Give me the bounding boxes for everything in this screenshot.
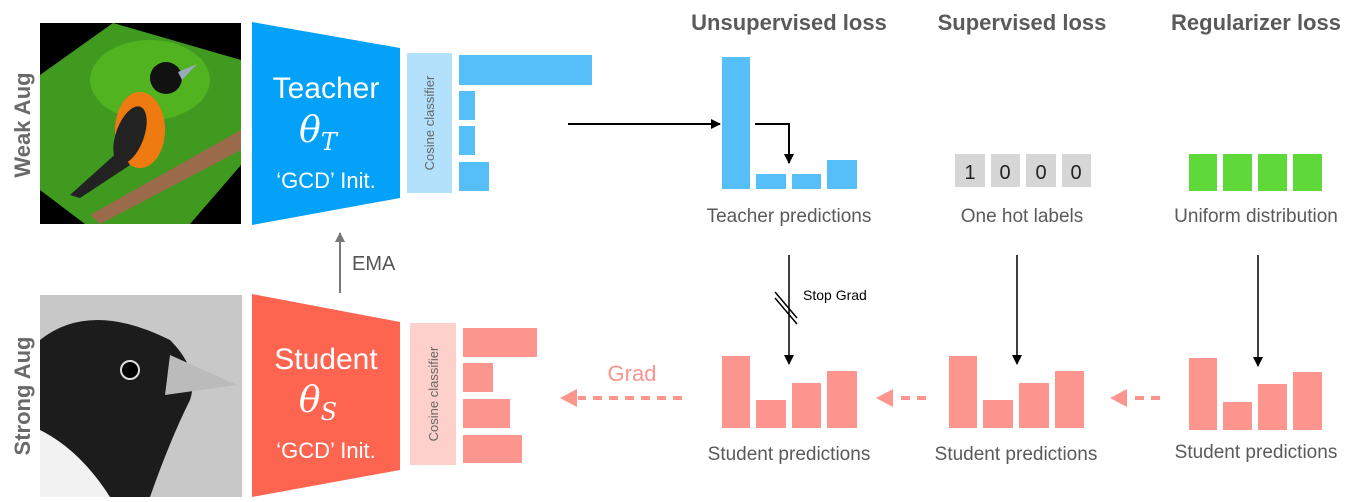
supervised-loss-header: Supervised loss — [938, 10, 1107, 35]
strong-aug-image — [40, 295, 242, 497]
stop-grad-label: Stop Grad — [803, 287, 867, 303]
student-init-label: ‘GCD’ Init. — [276, 438, 375, 463]
strong-aug-label: Strong Aug — [10, 337, 35, 456]
student-pred-bar — [1293, 372, 1322, 430]
regularizer-loss-header: Regularizer loss — [1171, 10, 1341, 35]
grad-arrow-2 — [876, 389, 926, 407]
student-logit-bar — [463, 363, 493, 392]
student-pred-bar — [792, 383, 821, 428]
weak-aug-image — [40, 23, 241, 224]
grad-arrow-3 — [1110, 389, 1160, 407]
one-hot-labels-label: One hot labels — [961, 206, 1084, 227]
uniform-bar — [1189, 154, 1217, 191]
grad-arrow — [560, 389, 682, 407]
teacher-cosine-classifier — [407, 53, 452, 193]
student-theta: θS — [299, 380, 337, 426]
student-cosine-classifier — [410, 323, 456, 465]
one-hot-labels: 1 0 0 0 — [955, 154, 1091, 187]
student-predictions-bars-2 — [949, 356, 1084, 428]
student-predictions-label-3: Student predictions — [1175, 442, 1338, 463]
one-hot-value: 0 — [1070, 162, 1081, 184]
ema-label: EMA — [352, 253, 396, 275]
teacher-predictions-bars — [722, 57, 857, 189]
student-logit-bar — [463, 435, 522, 463]
student-pred-bar — [722, 356, 750, 428]
teacher-pred-bar — [722, 57, 750, 189]
teacher-logit-bar — [459, 55, 592, 85]
teacher-network — [252, 22, 400, 225]
stop-grad-icon — [774, 291, 798, 325]
student-pred-bar — [1019, 383, 1049, 428]
teacher-theta: θT — [299, 110, 339, 156]
student-predictions-bars-1 — [722, 356, 857, 428]
teacher-logit-bar — [459, 91, 475, 120]
teacher-predictions-label: Teacher predictions — [707, 206, 872, 227]
teacher-logit-bar — [459, 126, 475, 155]
uniform-bar — [1223, 154, 1252, 191]
student-logit-bar — [463, 328, 537, 357]
one-hot-value: 1 — [964, 162, 975, 184]
teacher-label: Teacher — [273, 72, 380, 105]
one-hot-value: 0 — [1035, 162, 1046, 184]
student-predictions-label-1: Student predictions — [708, 444, 871, 465]
uniform-bar — [1293, 154, 1322, 191]
weak-aug-label: Weak Aug — [10, 72, 35, 177]
teacher-pred-bar — [827, 160, 857, 189]
teacher-classifier-label: Cosine classifier — [422, 75, 437, 170]
student-pred-bar — [1223, 402, 1252, 430]
uniform-distribution-label: Uniform distribution — [1174, 206, 1338, 227]
student-predictions-bars-3 — [1189, 358, 1322, 430]
teacher-init-label: ‘GCD’ Init. — [276, 168, 375, 193]
teacher-pred-bar — [756, 174, 786, 189]
student-classifier-label: Cosine classifier — [426, 346, 441, 441]
student-pred-bar — [949, 356, 977, 428]
uniform-distribution-bars — [1189, 154, 1322, 191]
one-hot-value: 0 — [999, 162, 1010, 184]
student-logit-bar — [463, 399, 510, 428]
student-pred-bar — [983, 400, 1013, 428]
teacher-logit-bar — [459, 162, 489, 191]
student-pred-bar — [1258, 384, 1287, 430]
teacher-logits — [459, 55, 592, 191]
student-logits — [463, 328, 537, 463]
student-pred-bar — [1189, 358, 1217, 430]
teacher-pred-bar — [792, 174, 821, 189]
student-predictions-label-2: Student predictions — [935, 444, 1098, 465]
uniform-bar — [1258, 154, 1287, 191]
unsupervised-loss-header: Unsupervised loss — [691, 10, 887, 35]
student-pred-bar — [1055, 371, 1084, 428]
student-label: Student — [274, 343, 378, 376]
sharpen-arrow — [755, 123, 794, 164]
student-network — [252, 294, 400, 497]
student-pred-bar — [827, 371, 857, 428]
grad-label: Grad — [608, 361, 657, 386]
student-pred-bar — [756, 400, 786, 428]
